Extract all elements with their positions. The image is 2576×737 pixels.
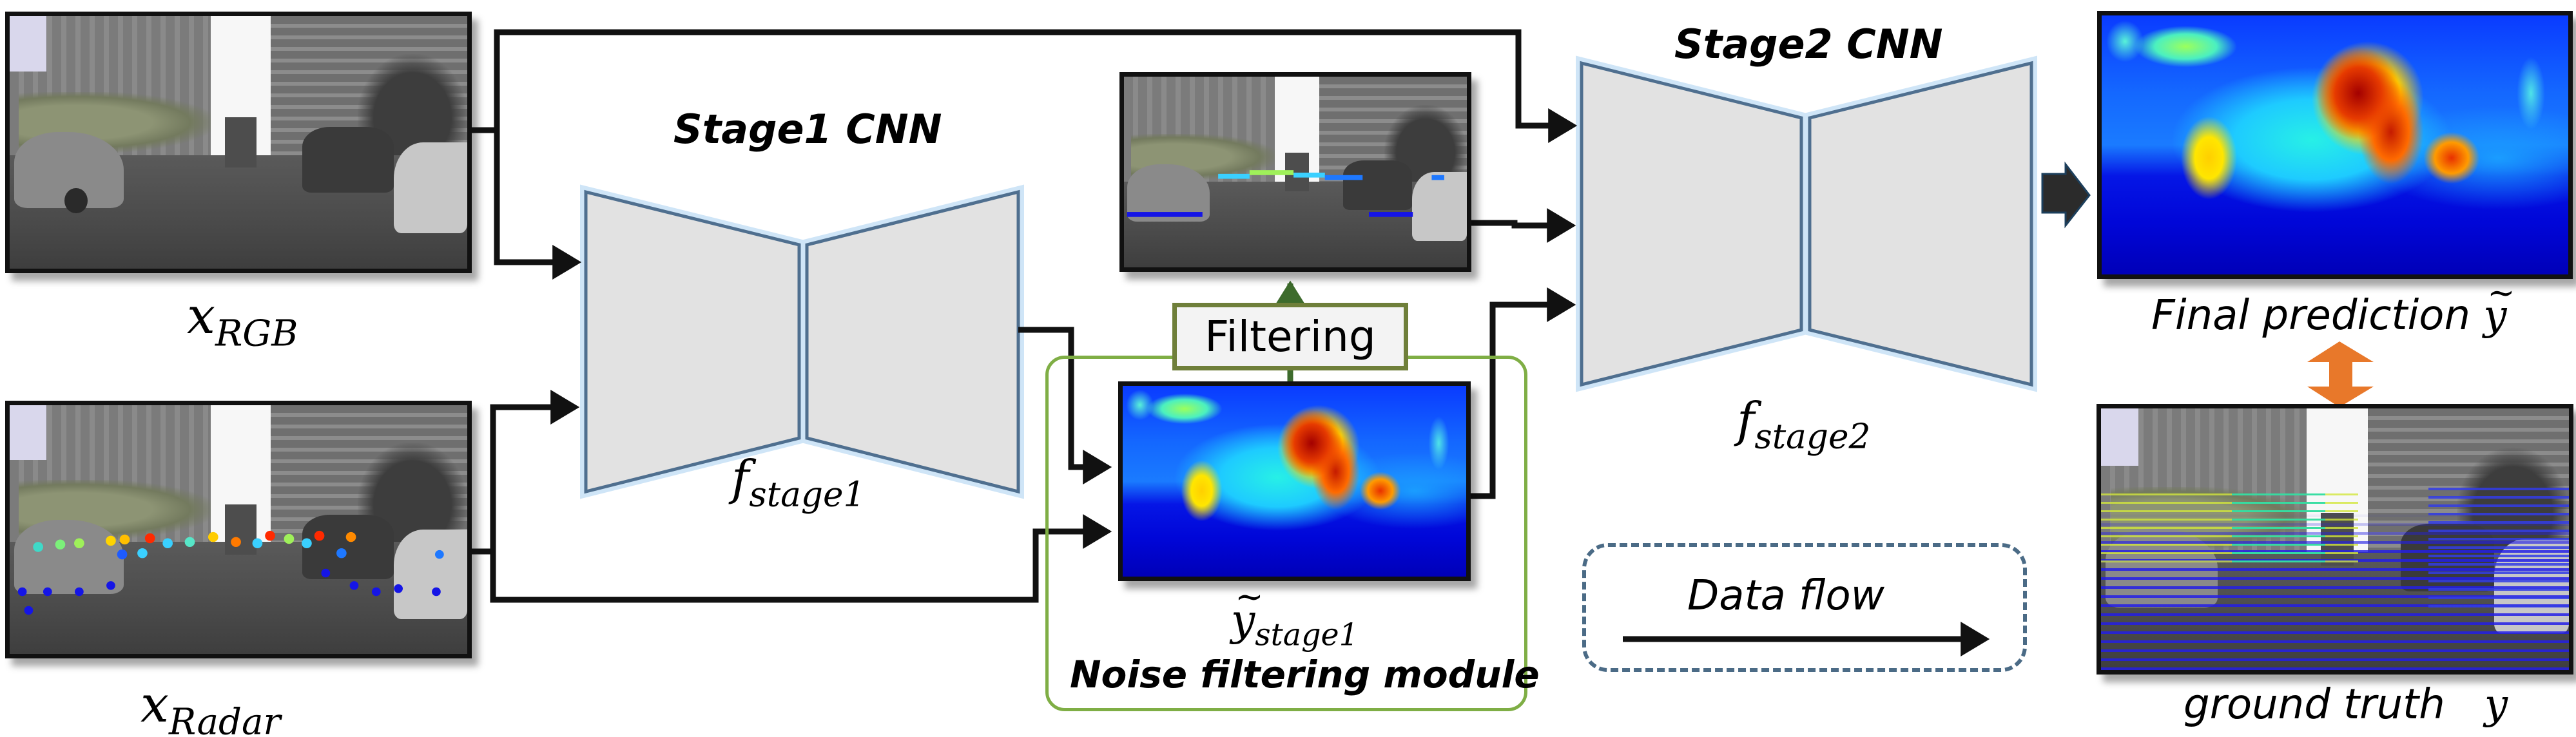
- stage1-title: Stage1 CNN: [673, 106, 942, 153]
- radar-symbol: x: [140, 676, 169, 734]
- filtered-points: [1127, 170, 1444, 217]
- image-region: [64, 187, 88, 213]
- final-prediction-caption: Final prediction: [2151, 292, 2470, 340]
- radar-subscript: Radar: [169, 701, 281, 737]
- image-region: [1411, 172, 1467, 241]
- stage1-function-symbol: f: [731, 450, 750, 506]
- final-prediction-symbol: y: [2483, 277, 2515, 336]
- final-prediction-image: [2097, 11, 2573, 279]
- stage1-decoder-outline: [805, 189, 1020, 494]
- stage1-output-symbol: y: [1231, 580, 1264, 642]
- stage1-output-label: ystage1: [1231, 580, 1359, 653]
- radar-input-image: [5, 401, 472, 658]
- lidar-lines-mid: [2232, 486, 2326, 566]
- filtered-radar-image: [1119, 72, 1471, 272]
- radar-input-label: xRadar: [140, 680, 280, 737]
- stage2-decoder-outline: [1808, 61, 2033, 387]
- legend-label: Data flow: [1687, 572, 1884, 620]
- rgb-symbol: x: [187, 287, 215, 345]
- image-region: [224, 117, 257, 168]
- image-region: [10, 16, 46, 72]
- connector-rgb-to-stage1: [494, 130, 582, 280]
- connector-rgb-to-stage2: [472, 29, 1578, 143]
- stage2-title: Stage2 CNN: [1674, 21, 1943, 68]
- lidar-lines-right: [2428, 481, 2569, 613]
- image-region: [10, 405, 46, 460]
- connector-heatmap-to-stage2: [1469, 287, 1576, 499]
- stage1-output-subscript: stage1: [1255, 617, 1359, 653]
- stage2-function-symbol: f: [1737, 392, 1755, 448]
- rgb-input-label: xRGB: [187, 291, 298, 352]
- filtered-points-overlay: [1127, 170, 1444, 217]
- final-prediction-label: Final prediction y: [2151, 277, 2515, 336]
- ground-truth-image: [2097, 404, 2573, 675]
- rgb-input-image: [5, 12, 472, 273]
- stage1-function-subscript: stage1: [749, 474, 866, 515]
- stage2-function-label: fstage2: [1737, 396, 1870, 454]
- image-region: [394, 142, 467, 234]
- stage2-encoder-outline: [1580, 61, 1803, 387]
- output-arrow-icon: [2041, 161, 2091, 229]
- image-region: [14, 519, 124, 595]
- legend: [1582, 543, 2027, 672]
- image-region: [302, 514, 394, 580]
- stage1-cnn: [580, 184, 1024, 499]
- noise-filtering-module-label: Noise filtering module: [1070, 653, 1540, 696]
- image-region: [302, 127, 394, 193]
- connector-radar-to-stage1: [472, 390, 580, 555]
- data-flow-connectors: [472, 29, 1578, 603]
- image-region: [394, 530, 467, 619]
- stage2-function-subscript: stage2: [1754, 416, 1871, 457]
- compare-arrow-icon: [2307, 341, 2374, 407]
- ground-truth-label: ground truth y: [2184, 684, 2508, 725]
- stage1-encoder-outline: [584, 189, 801, 494]
- rgb-subscript: RGB: [215, 312, 298, 355]
- stage1-heatmap-image: [1118, 381, 1471, 581]
- ground-truth-symbol: y: [2484, 681, 2508, 729]
- connector-radar-to-filter: [490, 514, 1112, 603]
- filtering-button[interactable]: Filtering: [1172, 303, 1408, 370]
- stage2-cnn: [1576, 55, 2037, 392]
- filtering-label: Filtering: [1205, 312, 1376, 361]
- image-region: [1343, 160, 1412, 211]
- connector-filtered-to-stage2: [1469, 208, 1576, 243]
- image-region: [224, 504, 257, 555]
- connector-stage1-to-heatmap: [1018, 327, 1112, 484]
- stage1-function-label: fstage1: [731, 454, 865, 512]
- radar-points-overlay: [17, 530, 444, 615]
- ground-truth-caption: ground truth: [2184, 681, 2445, 729]
- radar-points: [17, 530, 444, 615]
